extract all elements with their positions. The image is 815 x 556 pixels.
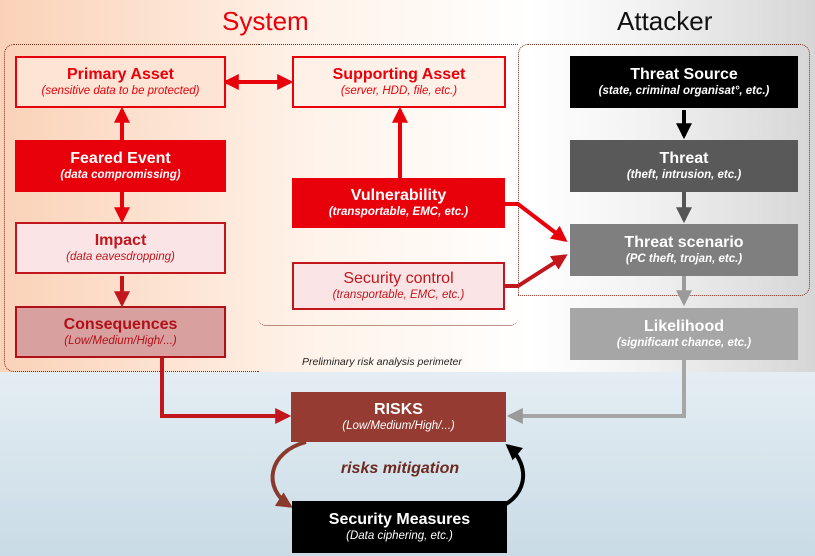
threat-sub: (theft, intrusion, etc.)	[626, 169, 742, 181]
perimeter-right	[518, 44, 810, 296]
feared-event-box: Feared Event (data compromissing)	[15, 140, 226, 192]
perimeter-middle	[258, 44, 518, 326]
threat-source-sub: (state, criminal organisat°, etc.)	[598, 85, 770, 97]
primary-asset-box: Primary Asset (sensitive data to be prot…	[15, 56, 226, 108]
threat-source-box: Threat Source (state, criminal organisat…	[570, 56, 798, 108]
vulnerability-sub: (transportable, EMC, etc.)	[328, 206, 469, 218]
system-title: System	[222, 6, 309, 36]
security-control-title: Security control	[343, 270, 454, 287]
consequences-sub: (Low/Medium/High/...)	[64, 335, 177, 347]
arrow-consequences-risks	[160, 358, 292, 424]
security-measures-box: Security Measures (Data ciphering, etc.)	[292, 501, 507, 553]
threat-source-title: Threat Source	[630, 66, 738, 83]
consequences-box: Consequences (Low/Medium/High/...)	[15, 306, 226, 358]
threat-scenario-sub: (PC theft, trojan, etc.)	[625, 253, 743, 265]
vulnerability-box: Vulnerability (transportable, EMC, etc.)	[292, 178, 505, 228]
vulnerability-title: Vulnerability	[350, 187, 447, 204]
mitigation-label: risks mitigation	[340, 460, 460, 477]
impact-box: Impact (data eavesdropping)	[15, 222, 226, 274]
threat-box: Threat (theft, intrusion, etc.)	[570, 140, 798, 192]
perimeter-left	[4, 44, 259, 372]
security-control-box: Security control (transportable, EMC, et…	[292, 262, 505, 310]
likelihood-sub: (significant chance, etc.)	[616, 337, 752, 349]
likelihood-box: Likelihood (significant chance, etc.)	[570, 308, 798, 360]
primary-asset-title: Primary Asset	[66, 66, 175, 83]
threat-title: Threat	[659, 150, 709, 167]
threat-scenario-box: Threat scenario (PC theft, trojan, etc.)	[570, 224, 798, 276]
feared-event-title: Feared Event	[70, 150, 171, 167]
feared-event-sub: (data compromissing)	[60, 169, 181, 181]
impact-sub: (data eavesdropping)	[66, 251, 175, 263]
impact-title: Impact	[94, 232, 147, 249]
likelihood-title: Likelihood	[644, 318, 724, 335]
arrow-control-scenario	[505, 254, 568, 288]
arrow-likelihood-risks	[506, 358, 686, 424]
risks-sub: (Low/Medium/High/...)	[342, 420, 455, 432]
primary-asset-sub: (sensitive data to be protected)	[41, 85, 200, 97]
threat-scenario-title: Threat scenario	[624, 234, 744, 251]
supporting-asset-sub: (server, HDD, file, etc.)	[340, 85, 458, 97]
risks-box: RISKS (Low/Medium/High/...)	[291, 392, 506, 442]
supporting-asset-title: Supporting Asset	[332, 66, 466, 83]
arrow-risks-measures	[270, 440, 307, 508]
arrow-vulnerability-scenario	[505, 202, 568, 242]
supporting-asset-box: Supporting Asset (server, HDD, file, etc…	[292, 56, 506, 108]
attacker-title: Attacker	[617, 6, 713, 36]
security-measures-sub: (Data ciphering, etc.)	[346, 530, 453, 542]
consequences-title: Consequences	[63, 316, 178, 333]
perimeter-label: Preliminary risk analysis perimeter	[302, 356, 462, 368]
risks-title: RISKS	[374, 401, 423, 418]
security-control-sub: (transportable, EMC, etc.)	[332, 289, 465, 301]
security-measures-title: Security Measures	[328, 511, 471, 528]
